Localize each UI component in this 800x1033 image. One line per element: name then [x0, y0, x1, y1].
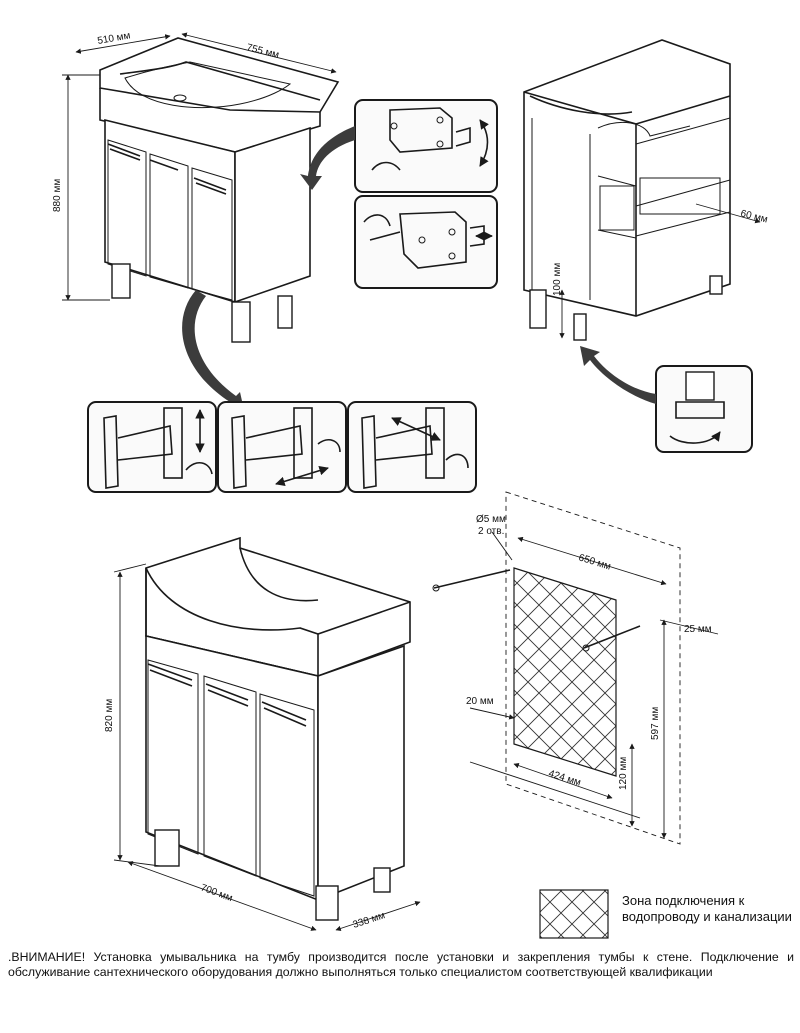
- dim-cab-width: 700 мм: [199, 882, 234, 904]
- dim-zone-height: 597 мм: [650, 707, 661, 740]
- dim-side-offset: 60 мм: [739, 208, 769, 225]
- lock-adjustment-insets: [300, 99, 498, 289]
- dim-left-offset: 20 мм: [466, 696, 494, 707]
- dim-bottom-offset: 120 мм: [618, 757, 629, 790]
- dim-zone-lower-width: 424 мм: [547, 768, 582, 788]
- dim-cab-height: 820 мм: [104, 699, 115, 732]
- dim-top-depth: 510 мм: [97, 30, 132, 47]
- dim-zone-width: 650 мм: [577, 552, 612, 572]
- wall-connection-zone: Ø5 мм 2 отв. 650 мм 25 мм 20 мм 597 мм 1…: [432, 491, 719, 845]
- dim-right-offset: 25 мм: [684, 624, 712, 635]
- legend-label: Зона подключения к водопроводу и канализ…: [622, 893, 792, 924]
- dim-top-height: 880 мм: [52, 179, 63, 212]
- dim-leg-height: 100 мм: [552, 263, 563, 296]
- vanity-with-sink-drawing: 510 мм 755 мм 880 мм: [52, 30, 340, 343]
- hinge-adjust-insets: [87, 290, 477, 493]
- cabinet-drawing: 820 мм 700 мм 338 мм: [104, 536, 421, 932]
- warning-text: .ВНИМАНИЕ! Установка умывальника на тумб…: [8, 950, 794, 979]
- legend-swatch: [539, 889, 609, 939]
- dim-hole-diameter: Ø5 мм: [476, 514, 506, 525]
- dim-cab-depth: 338 мм: [352, 910, 387, 931]
- foot-adjust-inset: [580, 346, 753, 453]
- open-carcass-drawing: 100 мм 60 мм: [523, 39, 769, 341]
- dim-hole-count: 2 отв.: [478, 526, 504, 537]
